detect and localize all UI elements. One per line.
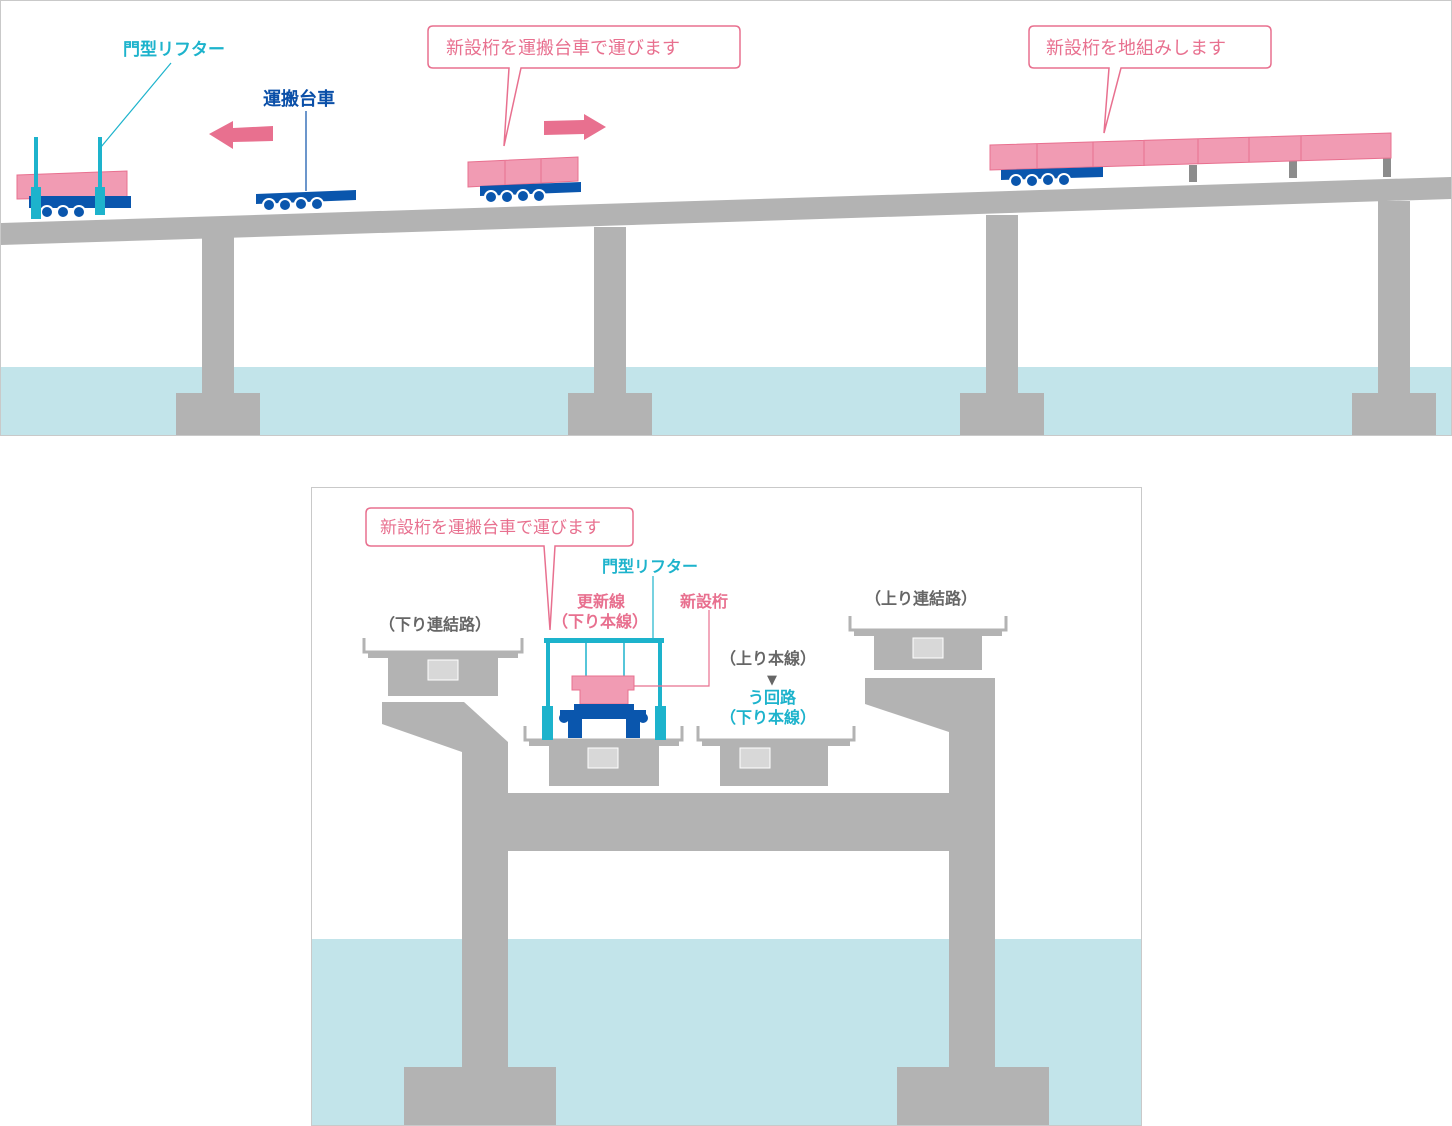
pier-footing [897, 1067, 1049, 1125]
girder-up-link [848, 616, 1008, 670]
carrier [559, 704, 648, 738]
pier-footing [404, 1067, 556, 1125]
assembled-girder [989, 132, 1392, 188]
label-lifter: 門型リフター [602, 557, 698, 576]
elevation-view-diagram: 門型リフター 運搬台車 新設桁を運搬台車で運びます 新設桁を地組みします [1, 25, 1451, 435]
new-girder [571, 675, 635, 705]
svg-text:新設桁を地組みします: 新設桁を地組みします [1046, 38, 1226, 59]
label-renewal-line: 更新線 [577, 592, 625, 611]
arrow-left [209, 121, 273, 149]
cross-section-panel: 新設桁を運搬台車で運びます 門型リフター 更新線 （下り本線） 新設桁 （下り連… [311, 487, 1142, 1126]
lifter-with-girder [16, 137, 131, 219]
label-lifter: 門型リフター [123, 39, 225, 60]
pier [594, 227, 626, 397]
carrier-with-girder [467, 156, 581, 204]
carrier-wheels [1009, 173, 1071, 188]
carrier-bed [29, 196, 131, 208]
svg-text:新設桁を運搬台車で運びます: 新設桁を運搬台車で運びます [446, 38, 680, 59]
lifter-foot [31, 187, 41, 219]
label-detour-sub: （下り本線） [720, 708, 816, 727]
pier [202, 237, 234, 397]
piers [176, 201, 1436, 435]
pier-footing [568, 393, 652, 435]
callout-transport: 新設桁を運搬台車で運びます [427, 25, 741, 147]
label-up-main: （上り本線） [720, 649, 816, 668]
elevation-view-panel: 門型リフター 運搬台車 新設桁を運搬台車で運びます 新設桁を地組みします [0, 0, 1452, 436]
pier-footing [176, 393, 260, 435]
label-new-girder: 新設桁 [680, 592, 728, 611]
lifter-leader-line [100, 62, 172, 148]
gate-lifter [542, 638, 666, 740]
carrier-wheels [262, 197, 324, 212]
svg-text:新設桁を運搬台車で運びます: 新設桁を運搬台車で運びます [380, 518, 601, 538]
pier-footing [960, 393, 1044, 435]
girder-renewal-line [523, 726, 684, 786]
label-up-link: （上り連結路） [865, 589, 977, 608]
lifter-post [34, 137, 38, 189]
girder-detour [696, 726, 856, 786]
label-renewal-line-sub: （下り本線） [552, 612, 648, 631]
callout-transport-section: 新設桁を運搬台車で運びます [365, 507, 634, 631]
girder [467, 156, 579, 188]
arrow-right [544, 114, 606, 140]
label-carrier: 運搬台車 [263, 88, 335, 110]
pier-footing [1352, 393, 1436, 435]
carrier-wheels [484, 189, 546, 204]
pier-frame [382, 678, 1049, 1125]
girder-down-link [362, 638, 524, 696]
lifter-post [98, 137, 102, 189]
label-detour: う回路 [748, 688, 797, 707]
empty-carrier [256, 190, 356, 212]
label-down-link: （下り連結路） [379, 615, 491, 634]
pier [986, 215, 1018, 397]
pier [1378, 201, 1410, 397]
lifter-foot [95, 187, 105, 215]
carrier-wheels [40, 205, 86, 219]
label-arrow-down: ▼ [767, 673, 777, 688]
callout-assemble: 新設桁を地組みします [1028, 25, 1272, 134]
cross-section-diagram: 新設桁を運搬台車で運びます 門型リフター 更新線 （下り本線） 新設桁 （下り連… [312, 507, 1141, 1125]
bridge-deck [1, 177, 1451, 245]
girder [989, 132, 1392, 171]
new-girder-leader-line [634, 610, 710, 687]
